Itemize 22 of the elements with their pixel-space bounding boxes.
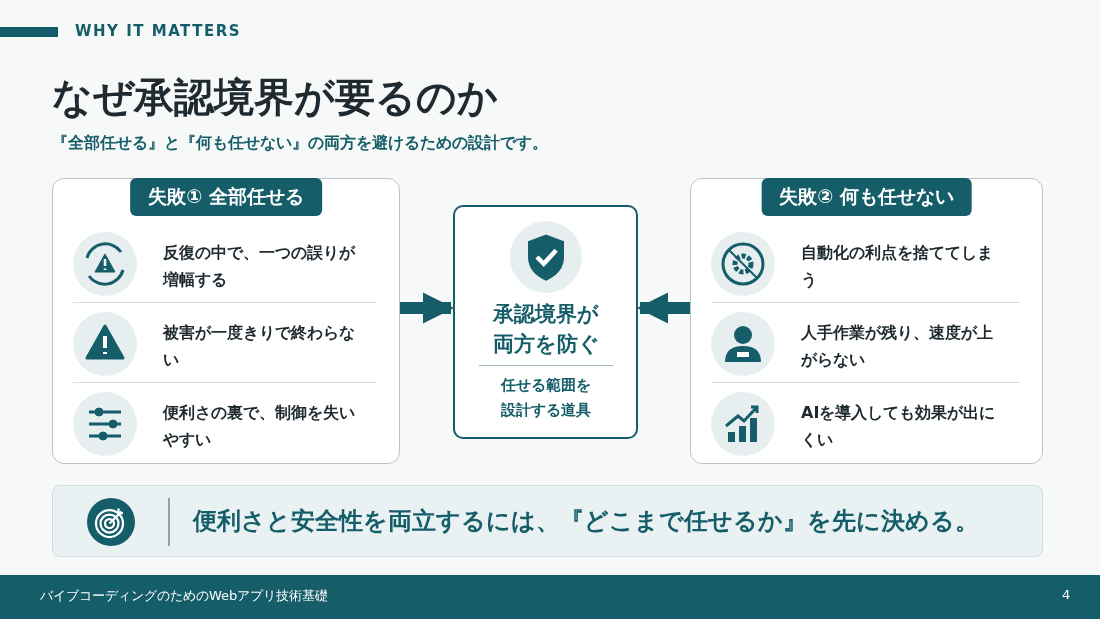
arrow xyxy=(400,292,455,324)
section-label: WHY IT MATTERS xyxy=(75,22,241,40)
panel-card xyxy=(690,178,1043,464)
item-text: 自動化の利点を捨ててしまう xyxy=(801,242,994,291)
panel-heading: 失敗① 全部任せる xyxy=(130,178,322,216)
center-card xyxy=(453,205,638,439)
summary-banner xyxy=(52,485,1043,557)
center-heading: 承認境界が両方を防ぐ xyxy=(491,301,601,358)
page-number: 4 xyxy=(1062,587,1071,602)
item-text: 反復の中で、一つの誤りが増幅する xyxy=(163,242,357,291)
slide-title: なぜ承認境界が要るのか xyxy=(52,73,498,122)
center-text: 任せる範囲を設計する道具 xyxy=(500,375,592,421)
item-text: AIを導入しても効果が出にくい xyxy=(801,402,997,451)
item-text: 人手作業が残り、速度が上がらない xyxy=(801,322,994,371)
panel-heading: 失敗② 何も任せない xyxy=(761,178,972,216)
panel-card xyxy=(52,178,400,464)
arrow xyxy=(636,292,690,324)
summary-text: 便利さと安全性を両立するには、『どこまで任せるか』を先に決める。 xyxy=(193,506,979,537)
item-text: 便利さの裏で、制御を失いやすい xyxy=(163,402,356,451)
subtitle: 『全部任せる』と『何も任せない』の両方を避けるための設計です。 xyxy=(52,133,548,154)
item-text: 被害が一度きりで終わらない xyxy=(163,322,356,371)
footer-text: バイブコーディングのためのWebアプリ技術基礎 xyxy=(40,587,329,605)
